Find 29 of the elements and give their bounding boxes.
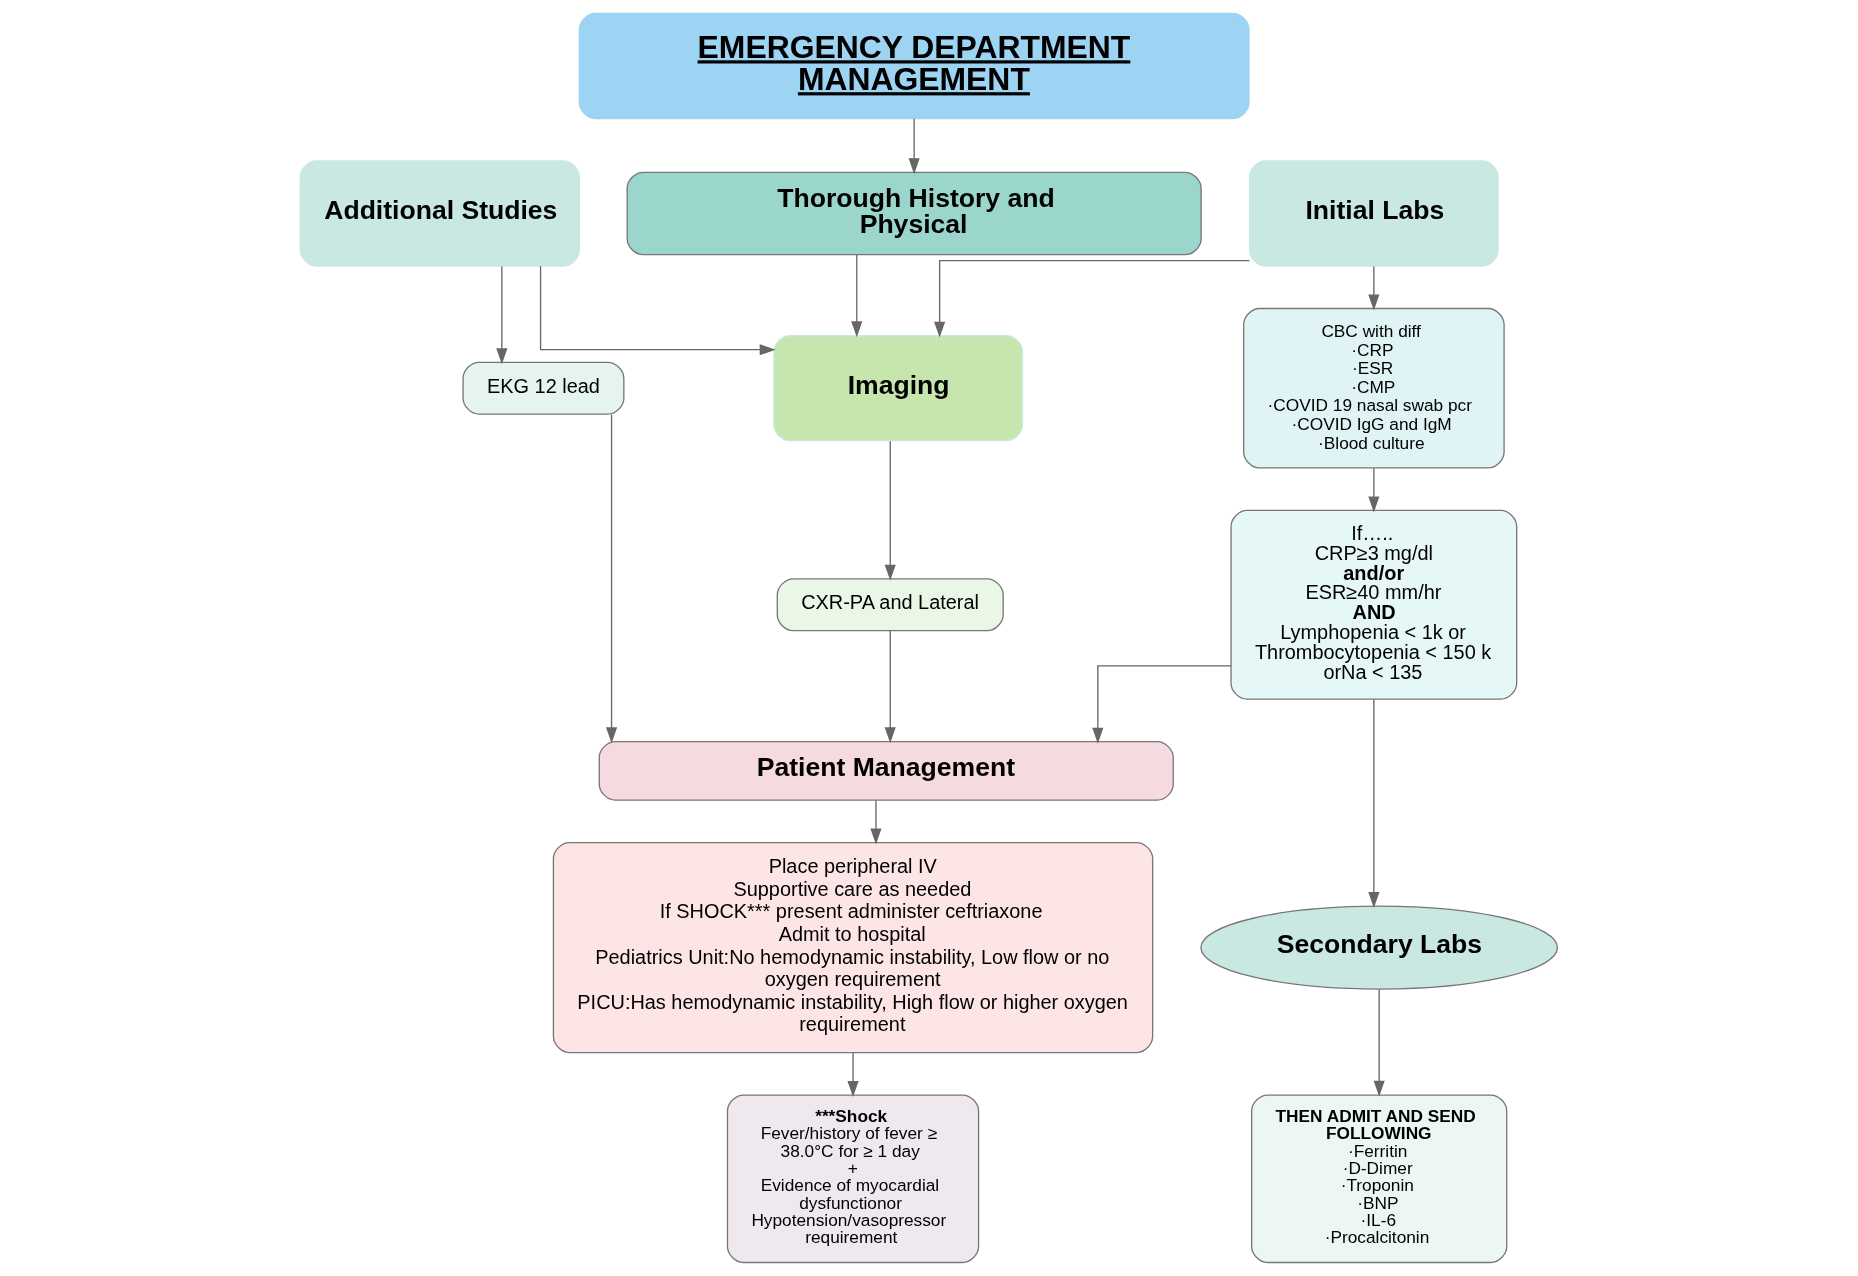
arrow [884, 630, 896, 744]
arrow [870, 799, 882, 845]
node-box: EMERGENCY DEPARTMENT MANAGEMENT [578, 12, 1250, 120]
arrow [884, 440, 896, 581]
arrow [605, 413, 618, 744]
arrow [539, 265, 776, 356]
arrow [1368, 698, 1380, 909]
arrow [934, 260, 1251, 338]
node-box: Place peripheral IV Supportive care as needed If SHOCK*** present administer ceftriaxone Admit to hospital Pediatrics Unit:No hemodynamic instability, Low flow or no oxygen requirement PICU:Has hemodynamic instability, High flow or higher oxygen requirement [552, 841, 1154, 1054]
arrow [1368, 265, 1380, 311]
node-box: CXR-PA and Lateral [776, 578, 1004, 632]
node-box: EKG 12 lead [462, 361, 625, 415]
node-box: CBC with diff ·CRP ·ESR ·CMP ·COVID 19 nasal swab pcr ·COVID IgG and IgM ·Blood culture [1243, 307, 1505, 469]
node-box: Initial Labs [1248, 160, 1499, 267]
node-box: Imaging [773, 335, 1024, 442]
node-ellipse: Secondary Labs [1200, 905, 1559, 990]
arrow [908, 118, 920, 175]
node-box: THEN ADMIT AND SEND FOLLOWING ·Ferritin ·D-Dimer ·Troponin ·BNP ·IL-6 ·Procalcitonin [1250, 1094, 1508, 1264]
arrow [1092, 665, 1232, 744]
arrow [851, 254, 863, 338]
arrow [496, 265, 508, 365]
arrow [1368, 467, 1380, 513]
arrow [847, 1052, 859, 1098]
node-box: ***Shock Fever/history of fever ≥ 38.0°C for ≥ 1 day + Evidence of myocardial dysfunctionor Hypotension/vasopressor requirement [726, 1094, 980, 1264]
node-box: Additional Studies [299, 160, 580, 267]
node-box: Thorough History and Physical [626, 171, 1202, 256]
node-box: If….. CRP≥3 mg/dl and/or ESR≥40 mm/hr AND Lymphopenia < 1k or Thrombocytopenia < 150 k orNa < 135 [1230, 509, 1518, 700]
node-box: Patient Management [598, 740, 1174, 801]
arrow [1373, 988, 1385, 1097]
